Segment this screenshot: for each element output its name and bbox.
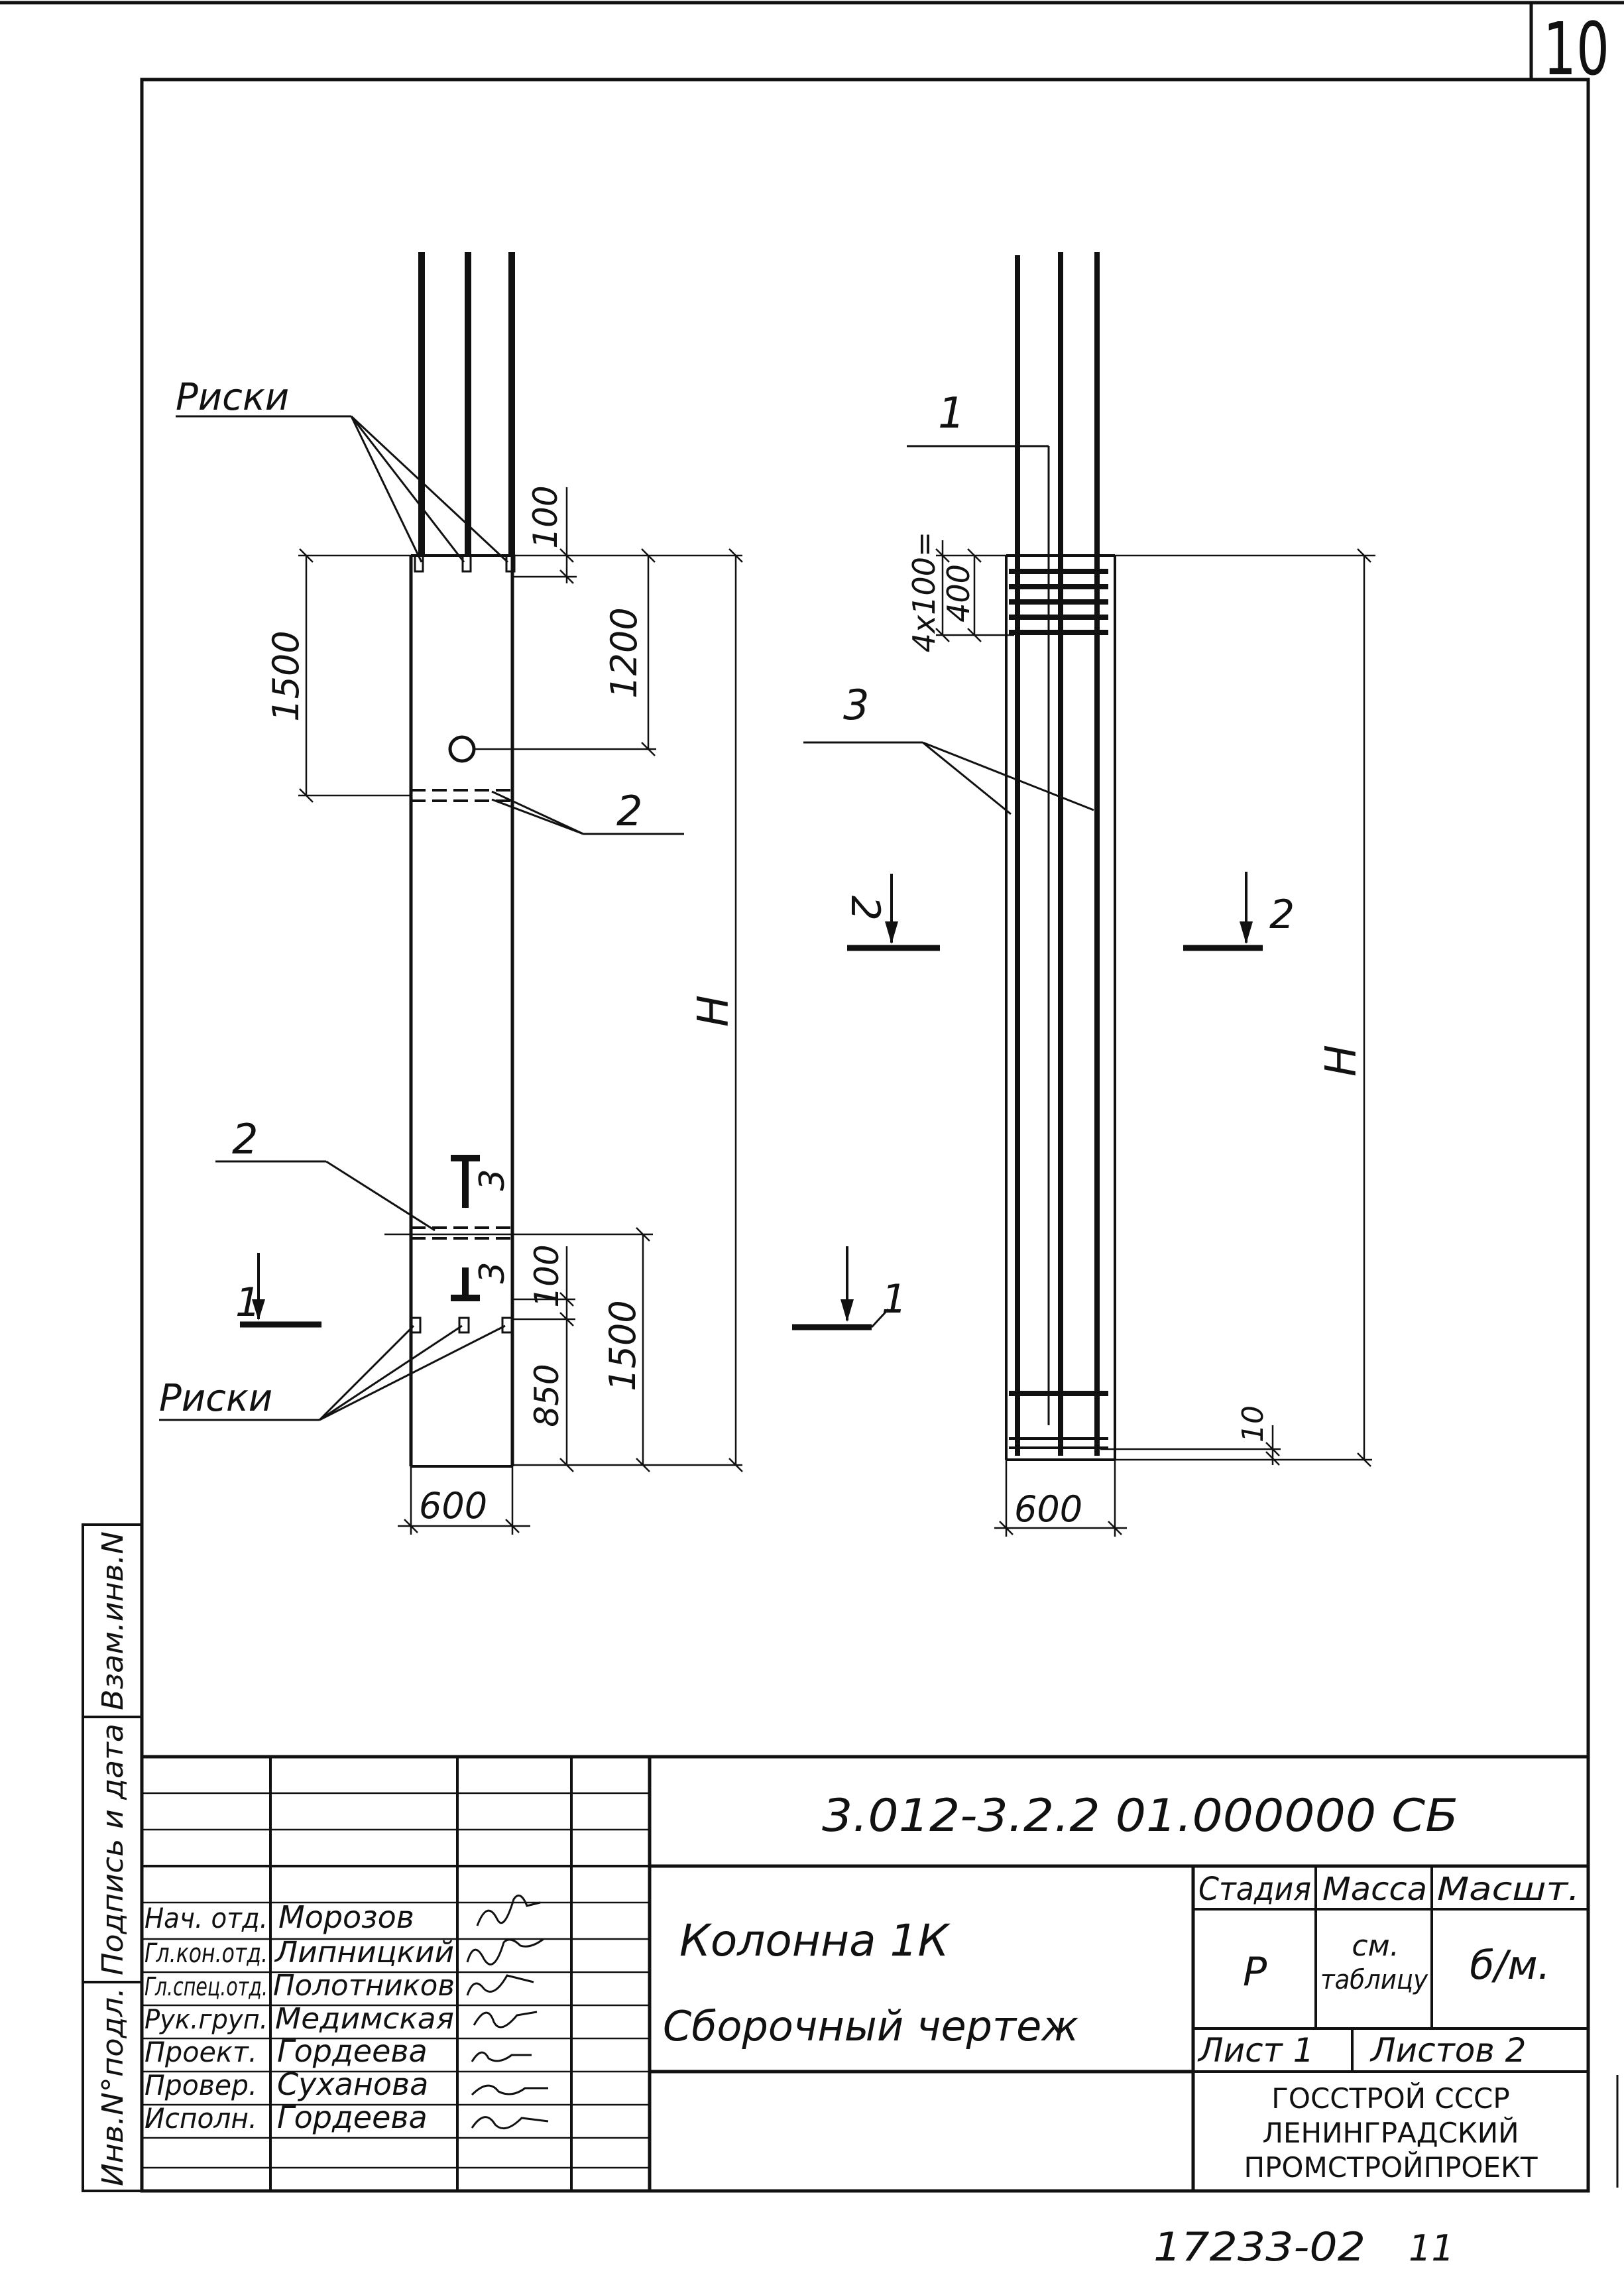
risk-mark	[458, 1317, 470, 1334]
signer-role: Провер.	[145, 2069, 257, 2101]
section-3-mark-lower	[451, 1267, 480, 1301]
section-1-label-right: 1	[882, 1276, 907, 1323]
section-3-label-upper: 3	[473, 1169, 512, 1191]
signer-role: Гл.кон.отд.	[145, 1938, 268, 1969]
value-stage: Р	[1243, 1949, 1267, 1995]
header-stage: Стадия	[1198, 1871, 1311, 1908]
dim-100-bottom: 100	[528, 1244, 566, 1307]
signer-name: Морозов	[278, 1899, 414, 1935]
side-stamp-inv: Инв.N°подл.	[96, 1987, 130, 2186]
dimension-lines-right	[935, 540, 1375, 1537]
signer-name: Гордеева	[277, 2033, 428, 2069]
section-1-mark-left	[240, 1253, 321, 1328]
side-stamp	[82, 1523, 143, 2192]
signer-role: Рук.груп.	[145, 2005, 268, 2035]
dim-1500-bottom: 1500	[602, 1300, 644, 1391]
sheet-number: Лист 1	[1197, 2031, 1314, 2070]
dim-400: 400	[941, 564, 976, 622]
dim-100-top: 100	[526, 485, 565, 548]
value-mass-1: см.	[1352, 1929, 1399, 1963]
header-mass: Масса	[1322, 1871, 1427, 1908]
drawing-designation: 3.012-3.2.2 01.000000 СБ	[822, 1790, 1458, 1842]
pos-2-upper: 2	[616, 787, 642, 835]
signer-name: Липницкий	[274, 1936, 454, 1970]
section-1-label-left: 1	[235, 1279, 261, 1326]
section-2-mark-left	[847, 874, 940, 951]
left-elevation: Риски Риски 2 2 3 3	[159, 252, 743, 1535]
signer-role: Исполн.	[145, 2102, 257, 2135]
dim-4x100: 4x100=	[906, 532, 942, 653]
value-scale: б/м.	[1470, 1942, 1550, 1989]
risk-mark	[501, 1317, 513, 1334]
risk-mark	[410, 1317, 422, 1334]
pos-1: 1	[938, 389, 965, 438]
top-rebars	[418, 252, 515, 557]
label-riski-bottom: Риски	[159, 1377, 272, 1420]
signer-name: Полотников	[273, 1969, 455, 2003]
risk-mark	[461, 554, 472, 573]
product-name: Колонна 1К	[679, 1915, 951, 1966]
lifting-hole	[448, 735, 476, 763]
section-2-label-left: 2	[842, 896, 888, 921]
signer-role: Нач. отд.	[145, 1902, 268, 1934]
signer-role: Проект.	[145, 2036, 257, 2068]
signer-role: Гл.спец.отд.	[145, 1972, 268, 2001]
dim-1200: 1200	[603, 607, 645, 698]
signers-table: Нач. отд. Морозов Гл.кон.отд. Липницкий …	[145, 1899, 455, 2135]
label-riski-top: Риски	[176, 376, 289, 419]
side-stamp-podpis: Подпись и дата	[96, 1724, 130, 1975]
org-line-1: ГОССТРОЙ СССР	[1271, 2082, 1509, 2115]
drawing-type: Сборочный чертеж	[663, 2002, 1078, 2050]
value-mass-2: таблицу	[1320, 1965, 1428, 1995]
right-elevation: 1 3 2 2 1	[792, 252, 1375, 1537]
dimension-lines-left	[298, 487, 743, 1535]
section-2-mark-right	[1183, 872, 1263, 951]
sheet-frame	[0, 1, 1624, 2193]
signatures	[466, 1894, 549, 2130]
org-line-3: ПРОМСТРОЙПРОЕКТ	[1244, 2150, 1538, 2184]
top-meshes	[1009, 569, 1108, 635]
header-scale: Масшт.	[1437, 1871, 1580, 1908]
embedded-part-upper	[411, 789, 512, 802]
section-1-mark-right	[792, 1246, 890, 1330]
pos-3: 3	[843, 681, 869, 729]
signer-name: Медимская	[275, 2002, 454, 2036]
embedded-part-lower	[411, 1226, 512, 1240]
bottom-code: 17233-02	[1153, 2224, 1365, 2270]
dim-1500-top: 1500	[265, 630, 307, 721]
dim-H-right: H	[1317, 1045, 1366, 1077]
page-number: 10	[1543, 7, 1609, 91]
dim-10: 10	[1236, 1405, 1270, 1442]
bottom-meshes	[1009, 1391, 1108, 1449]
dim-600-left: 600	[419, 1485, 487, 1527]
section-3-mark-upper	[451, 1155, 480, 1208]
section-3-label-lower: 3	[473, 1262, 512, 1283]
org-line-2: ЛЕНИНГРАДСКИЙ	[1262, 2116, 1519, 2149]
side-stamp-vzam: Взам.инв.N	[96, 1531, 130, 1710]
dim-H-left: H	[689, 995, 738, 1027]
dim-600-right: 600	[1014, 1488, 1082, 1530]
pos-2-lower: 2	[232, 1115, 258, 1163]
title-block-grid	[142, 1755, 1588, 2191]
signer-name: Гордеева	[277, 2099, 428, 2135]
bottom-index: 11	[1409, 2227, 1454, 2269]
longitudinal-bars	[1015, 252, 1100, 1456]
signer-name: Суханова	[277, 2066, 428, 2102]
section-2-label-right: 2	[1269, 892, 1295, 938]
sheets-total: Листов 2	[1369, 2031, 1526, 2070]
dim-850: 850	[528, 1364, 566, 1427]
